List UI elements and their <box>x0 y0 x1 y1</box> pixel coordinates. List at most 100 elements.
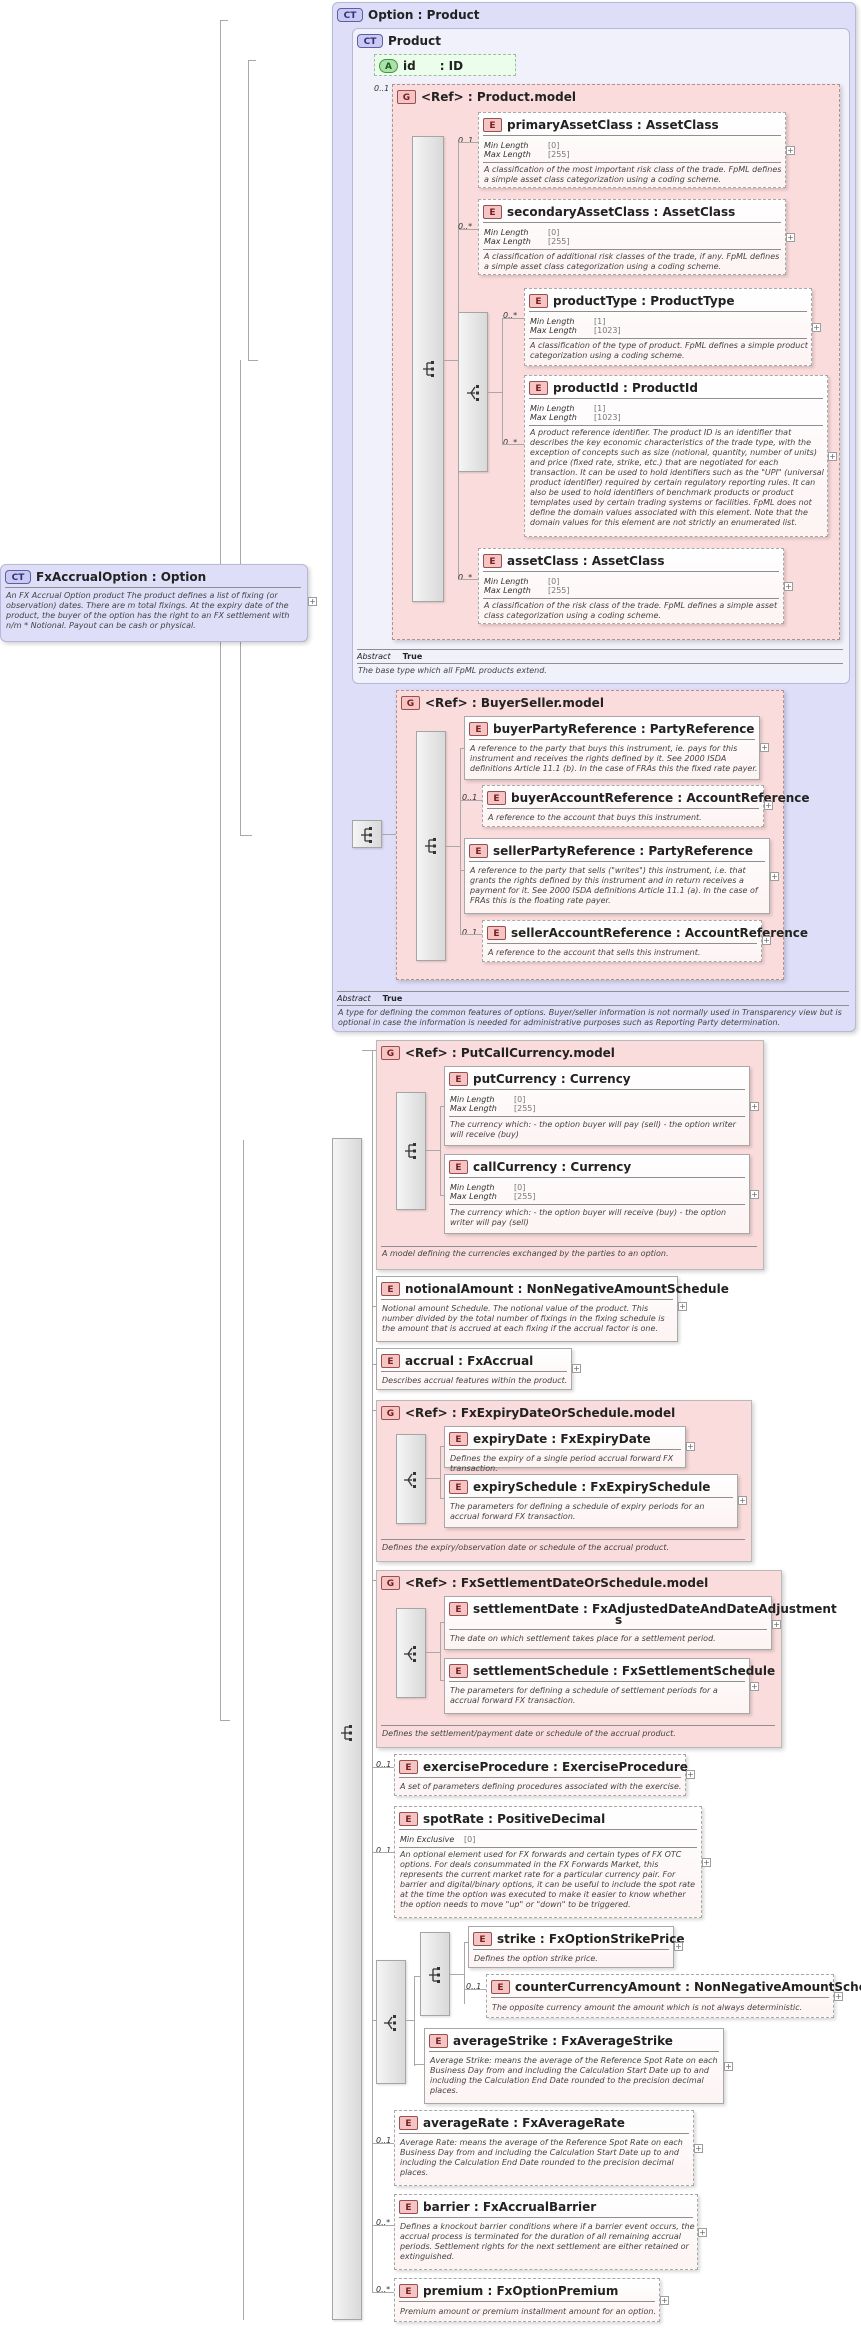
group-icon: G <box>381 1405 400 1420</box>
choice-compositor[interactable] <box>376 1960 406 2084</box>
choice-compositor[interactable] <box>396 1608 426 1698</box>
sequence-compositor[interactable] <box>412 136 444 602</box>
expand-button[interactable]: + <box>834 1992 843 2001</box>
choice-compositor[interactable] <box>458 312 488 472</box>
sequence-icon <box>405 1143 416 1159</box>
expand-button[interactable]: + <box>660 2296 669 2305</box>
attribute-icon: A <box>379 58 398 73</box>
expand-button[interactable]: + <box>770 872 779 881</box>
abstract-label: Abstract <box>337 994 371 1003</box>
element-icon: E <box>399 1759 418 1774</box>
element-icon: E <box>399 1811 418 1826</box>
element-icon: E <box>473 1931 492 1946</box>
element-icon: E <box>529 293 548 308</box>
element-icon: E <box>399 2115 418 2130</box>
option-type-name: Option : Product <box>368 7 480 22</box>
product-type-name: Product <box>388 33 441 48</box>
element-icon: E <box>449 1601 468 1616</box>
expand-button[interactable]: + <box>572 1364 581 1373</box>
root-doc: An FX Accrual Option product The product… <box>6 591 290 630</box>
sequence-compositor[interactable] <box>352 820 382 848</box>
extension-sequence-compositor[interactable] <box>332 1138 362 2320</box>
choice-icon <box>467 385 479 401</box>
sequence-icon <box>361 827 372 843</box>
sequence-icon <box>425 838 436 854</box>
element-icon: E <box>449 1159 468 1174</box>
choice-icon <box>404 1472 416 1488</box>
element-icon: E <box>429 2033 448 2048</box>
element-icon: E <box>483 204 502 219</box>
expand-button[interactable]: + <box>772 1620 781 1629</box>
sequence-compositor[interactable] <box>396 1092 426 1210</box>
element-icon: E <box>469 721 488 736</box>
sequence-icon <box>341 1725 352 1741</box>
expand-button[interactable]: + <box>764 801 773 810</box>
sequence-compositor[interactable] <box>416 731 446 961</box>
expand-button[interactable]: + <box>750 1682 759 1691</box>
expand-button[interactable]: + <box>674 1942 683 1951</box>
sequence-icon <box>423 361 434 377</box>
element-icon: E <box>469 843 488 858</box>
expand-button[interactable]: + <box>686 1770 695 1779</box>
abstract-value: True <box>382 994 403 1003</box>
sequence-icon <box>429 1967 440 1983</box>
element-icon: E <box>487 790 506 805</box>
expand-button[interactable]: + <box>784 582 793 591</box>
sequence-compositor[interactable] <box>420 1932 450 2016</box>
expand-button[interactable]: + <box>694 2144 703 2153</box>
element-icon: E <box>449 1479 468 1494</box>
expand-button[interactable]: + <box>678 1302 687 1311</box>
expand-button[interactable]: + <box>786 146 795 155</box>
group-icon: G <box>381 1045 400 1060</box>
expand-button[interactable]: + <box>828 452 837 461</box>
expand-button[interactable]: + <box>786 233 795 242</box>
expand-button[interactable]: + <box>308 597 317 606</box>
element-icon: E <box>483 553 502 568</box>
expand-button[interactable]: + <box>698 2228 707 2237</box>
expand-button[interactable]: + <box>686 1442 695 1451</box>
element-icon: E <box>449 1431 468 1446</box>
group-icon: G <box>401 695 420 710</box>
expand-button[interactable]: + <box>760 743 769 752</box>
element-icon: E <box>449 1663 468 1678</box>
abstract-value: True <box>402 652 423 661</box>
expand-button[interactable]: + <box>750 1190 759 1199</box>
complex-type-icon: CT <box>357 33 383 48</box>
element-icon: E <box>487 925 506 940</box>
expand-button[interactable]: + <box>702 1858 711 1867</box>
expand-button[interactable]: + <box>750 1102 759 1111</box>
choice-compositor[interactable] <box>396 1434 426 1524</box>
element-icon: E <box>491 1979 510 1994</box>
expand-button[interactable]: + <box>738 1496 747 1505</box>
expand-button[interactable]: + <box>724 2062 733 2071</box>
expand-button[interactable]: + <box>762 936 771 945</box>
expand-button[interactable]: + <box>812 323 821 332</box>
root-type-name: FxAccrualOption : Option <box>36 569 207 584</box>
